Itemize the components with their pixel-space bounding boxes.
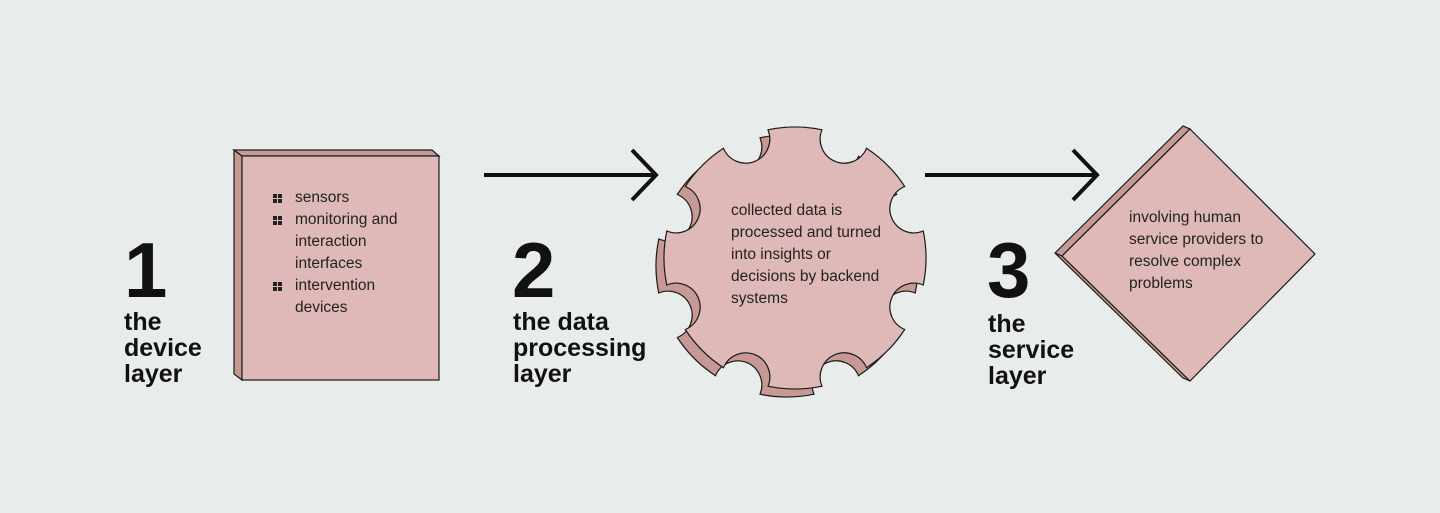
- data-processing-gear: [655, 126, 927, 398]
- right-arrow-icon: [925, 148, 1100, 202]
- right-arrow-icon: [484, 148, 659, 202]
- layer-1-title: the device layer: [124, 308, 202, 388]
- layer-1-number: 1: [124, 226, 167, 314]
- device-layer-box: [232, 148, 441, 382]
- service-layer-diamond: [1053, 125, 1316, 382]
- device-item-label: sensors: [295, 189, 350, 206]
- device-item-label: intervention devices: [295, 277, 376, 316]
- device-items-list: sensors monitoring and interaction inter…: [273, 187, 423, 319]
- service-layer-description: involving human service providers to res…: [1129, 209, 1264, 292]
- layer-3-title: the service layer: [988, 310, 1075, 390]
- layer-2-title: the data processing layer: [513, 308, 647, 388]
- layer-2-number: 2: [512, 226, 555, 314]
- list-item: monitoring and interaction interfaces: [273, 209, 423, 275]
- list-item: intervention devices: [273, 275, 423, 319]
- grid-bullet-icon: [273, 194, 282, 203]
- layer-3-number: 3: [987, 226, 1030, 314]
- device-item-label: monitoring and interaction interfaces: [295, 211, 398, 272]
- data-processing-description: collected data is processed and turned i…: [731, 202, 881, 307]
- device-layer-items: sensors monitoring and interaction inter…: [273, 187, 423, 319]
- grid-bullet-icon: [273, 216, 282, 225]
- list-item: sensors: [273, 187, 423, 209]
- grid-bullet-icon: [273, 282, 282, 291]
